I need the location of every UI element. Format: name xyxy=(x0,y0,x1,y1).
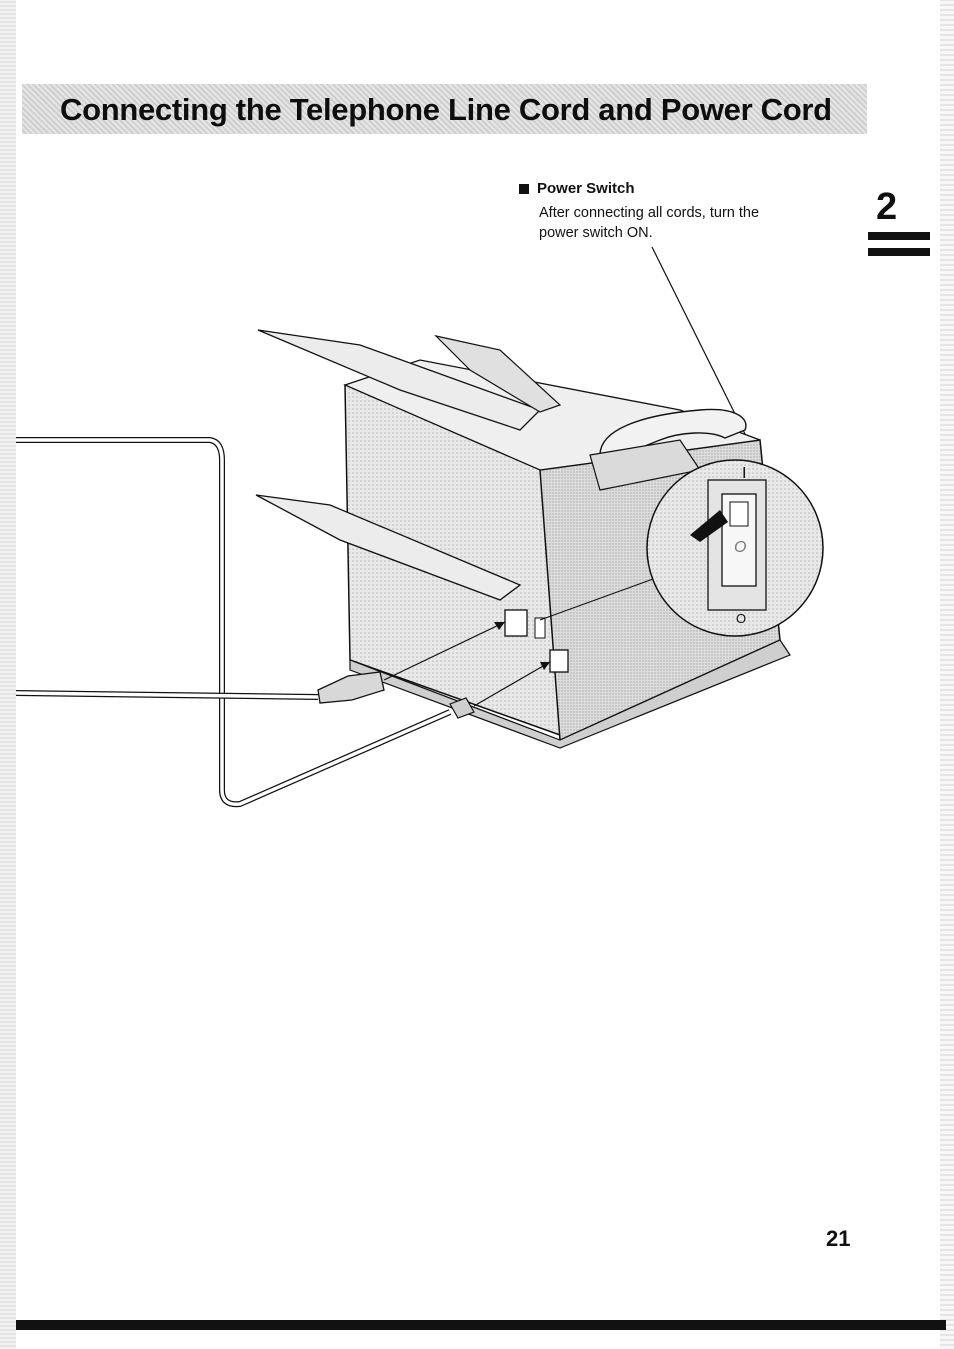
switch-face-label: O xyxy=(734,539,746,556)
handset xyxy=(599,408,747,456)
callout-leader-line xyxy=(651,246,749,441)
power-switch-callout: Power Switch After connecting all cords,… xyxy=(519,180,819,243)
modular-plug xyxy=(449,697,475,719)
page-edge-left xyxy=(0,0,16,1349)
switch-off-label: O xyxy=(736,611,746,626)
page-edge-right xyxy=(940,0,954,1349)
chapter-bar xyxy=(868,248,930,256)
arrow-to-line-jack xyxy=(473,661,551,707)
switch-small xyxy=(534,617,546,639)
callout-heading-row: Power Switch xyxy=(519,180,819,197)
inset-connector xyxy=(539,574,665,621)
chapter-bar xyxy=(868,232,930,240)
page-number: 21 xyxy=(826,1226,851,1251)
bullet-square-icon xyxy=(519,183,529,194)
arrow-to-power-inlet xyxy=(383,621,506,681)
bottom-rule xyxy=(16,1320,946,1330)
power-plug xyxy=(317,671,385,704)
paper-tray-lower xyxy=(255,494,522,601)
switch-on-label: I xyxy=(742,465,746,482)
chapter-number: 2 xyxy=(876,186,898,228)
title-band xyxy=(22,84,867,134)
paper-tray-top xyxy=(257,329,542,431)
page-title: Connecting the Telephone Line Cord and P… xyxy=(60,92,832,127)
power-inlet xyxy=(504,609,528,637)
callout-body: After connecting all cords, turn the pow… xyxy=(539,205,760,241)
paper-tray-back xyxy=(434,334,562,413)
fax-rear-illustration: I O O xyxy=(15,246,824,808)
callout-heading: Power Switch xyxy=(537,180,635,197)
line-jack xyxy=(549,649,569,673)
push-arrow-icon xyxy=(690,510,728,542)
fax-bottom-base xyxy=(349,639,791,749)
